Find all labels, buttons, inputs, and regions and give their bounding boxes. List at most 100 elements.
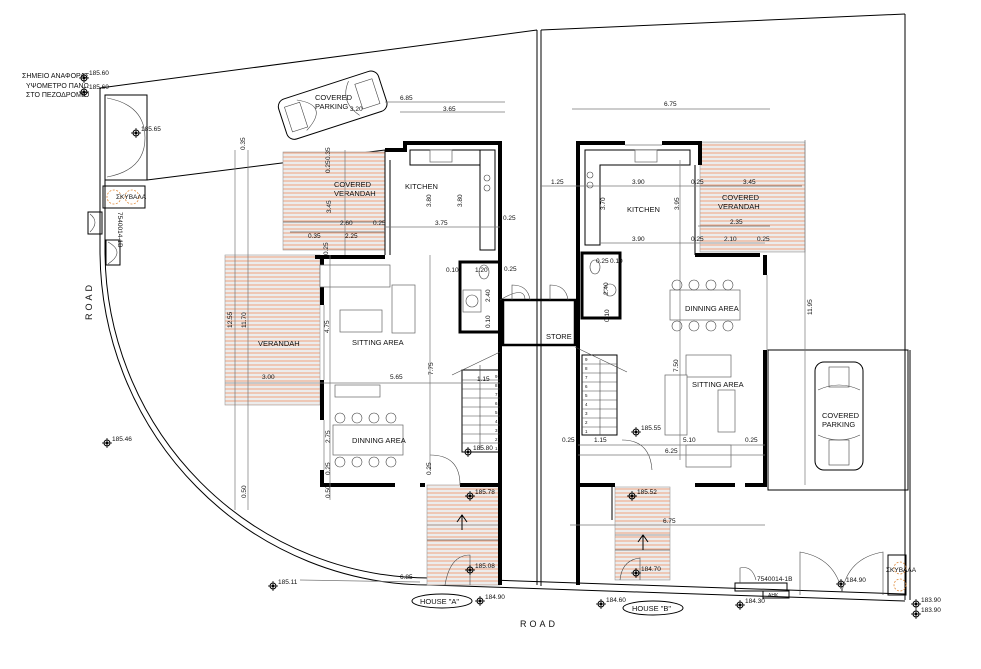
toilet-icon (478, 264, 490, 280)
dimension-label: 1.15 (594, 437, 607, 444)
dimension-label: 3.00 (262, 374, 275, 381)
dimension-label: 0.35 (325, 147, 332, 160)
reference-note-line: ΣΤΟ ΠΕΖΟΔΡΟΜΙΟ (26, 92, 90, 99)
dimension-label: 6.75 (663, 518, 676, 525)
dimension-label: 2.60 (340, 220, 353, 227)
west-gate[interactable] (104, 94, 148, 181)
stair-number: 2 (585, 420, 588, 425)
reference-note-line: ΣΗΜΕΙΟ ΑΝΑΦΟΡΑΣ (22, 73, 90, 80)
level-label: 184.60 (606, 597, 626, 604)
meter-box-east: 7540014-1B ΑΗΚ (734, 567, 792, 599)
dimension-label: 3.45 (743, 179, 756, 186)
dimension-label: 2.40 (603, 282, 610, 295)
level-label: 185.80 (473, 445, 493, 452)
dimension-label: 3.90 (632, 236, 645, 243)
dimension-label: 0.25 (325, 160, 332, 173)
dimension-label: 2.35 (730, 219, 743, 226)
stair-number: 1 (495, 446, 498, 451)
dimension-label: 0.25 (426, 462, 433, 475)
level-label: 184.90 (485, 594, 505, 601)
dimension-label: 0.25 (562, 437, 575, 444)
bins-label: ΣΚΥΒΑΛΑ (116, 194, 147, 201)
dimension-label: 6.75 (664, 101, 677, 108)
meter-west: 7540014-1B (87, 211, 123, 266)
east-gate[interactable] (799, 551, 884, 595)
house-b-label: HOUSE "B" (632, 604, 671, 613)
house-a-badge: HOUSE "A" (411, 593, 473, 609)
stair-number: 9 (495, 374, 498, 379)
bins-east: ΣΚΥΒΑΛΑ (886, 554, 917, 596)
level-label: 185.11 (278, 579, 298, 586)
stair-number: 6 (585, 384, 588, 389)
house-a-label: HOUSE "A" (420, 597, 459, 606)
meter-box-label: ΑΗΚ (768, 593, 779, 599)
entrance-arrow-icon (637, 534, 649, 550)
dimension-label: 3.70 (600, 197, 607, 210)
dimension-label: 0.10 (485, 315, 492, 328)
car-icon (277, 70, 388, 140)
dimension-label: 3.80 (457, 194, 464, 207)
staircase-a (451, 351, 501, 453)
covered-verandah-a (282, 151, 386, 251)
level-label: 184.30 (745, 598, 765, 605)
room-label: COVERED (315, 93, 353, 102)
level-label: 185.46 (112, 436, 132, 443)
dimension-label: 0.25 (757, 236, 770, 243)
stair-number: 8 (585, 366, 588, 371)
meter-code: 7540014-1B (116, 212, 123, 247)
room-label: PARKING (822, 420, 855, 429)
sink-icon (634, 149, 658, 163)
staircase-b (574, 346, 628, 436)
bins-label: ΣΚΥΒΑΛΑ (886, 567, 917, 574)
dimension-label: 0.10 (604, 309, 611, 322)
dimension-label: 11.70 (241, 312, 248, 328)
dimension-label: 7.50 (673, 359, 680, 372)
covered-parking-b (767, 349, 909, 491)
dimension-label: 4.75 (324, 320, 331, 333)
level-label: 185.08 (475, 563, 495, 570)
level-label: 183.90 (921, 597, 941, 604)
house-a: COVERED PARKING COVERED VERANDAH KITCHEN… (101, 70, 526, 609)
dimension-label: 7.75 (428, 362, 435, 375)
dimension-label: 2.10 (724, 236, 737, 243)
level-label: 184.90 (846, 577, 866, 584)
stair-numbers-a: 1 2 3 4 5 6 7 8 9 (495, 374, 498, 451)
house-b: KITCHEN COVERED VERANDAH DINNING AREA SI… (540, 101, 941, 620)
dimension-label: 3.45 (326, 200, 333, 213)
dimension-label: 2.40 (485, 289, 492, 302)
dimension-label: 3.95 (674, 197, 681, 210)
dimension-label: 5.10 (683, 437, 696, 444)
stair-number: 3 (495, 428, 498, 433)
room-label: COVERED (722, 193, 760, 202)
dimension-label: 6.85 (400, 95, 413, 102)
dimension-label: 3.80 (426, 194, 433, 207)
room-label: SITTING AREA (352, 338, 404, 347)
levels-a: 185.65 185.46 185.11 185.80 185.78 185.0… (101, 126, 505, 607)
stair-number: 5 (585, 393, 588, 398)
dimension-label: 0.25 (323, 242, 330, 255)
entrance-steps-b (614, 486, 671, 581)
room-label: COVERED (334, 180, 372, 189)
stair-numbers-b: 1 2 3 4 5 6 7 8 9 (585, 357, 588, 434)
dimension-label: 0.25 (596, 258, 609, 265)
sink-icon (429, 149, 453, 163)
dimension-label: 0.50 (241, 485, 248, 498)
road-label-south: ROAD (520, 619, 558, 629)
level-label: 185.60 (89, 84, 109, 91)
dimension-label: 3.65 (443, 106, 456, 113)
dimension-label: 0.25 (504, 266, 517, 273)
room-label: VERANDAH (718, 202, 760, 211)
bins-west: ΣΚΥΒΑΛΑ (102, 185, 147, 209)
store-label: STORE (546, 332, 572, 341)
level-label: 185.60 (89, 70, 109, 77)
room-label: KITCHEN (405, 182, 438, 191)
dimension-label: 3.90 (632, 179, 645, 186)
room-label: DINNING AREA (352, 436, 406, 445)
room-label: PARKING (315, 102, 348, 111)
level-label: 185.55 (641, 425, 661, 432)
dimension-label: 3.20 (350, 106, 363, 113)
dimension-label: 5.65 (390, 374, 403, 381)
entrance-steps-a (426, 484, 501, 586)
level-label: 184.70 (641, 566, 661, 573)
